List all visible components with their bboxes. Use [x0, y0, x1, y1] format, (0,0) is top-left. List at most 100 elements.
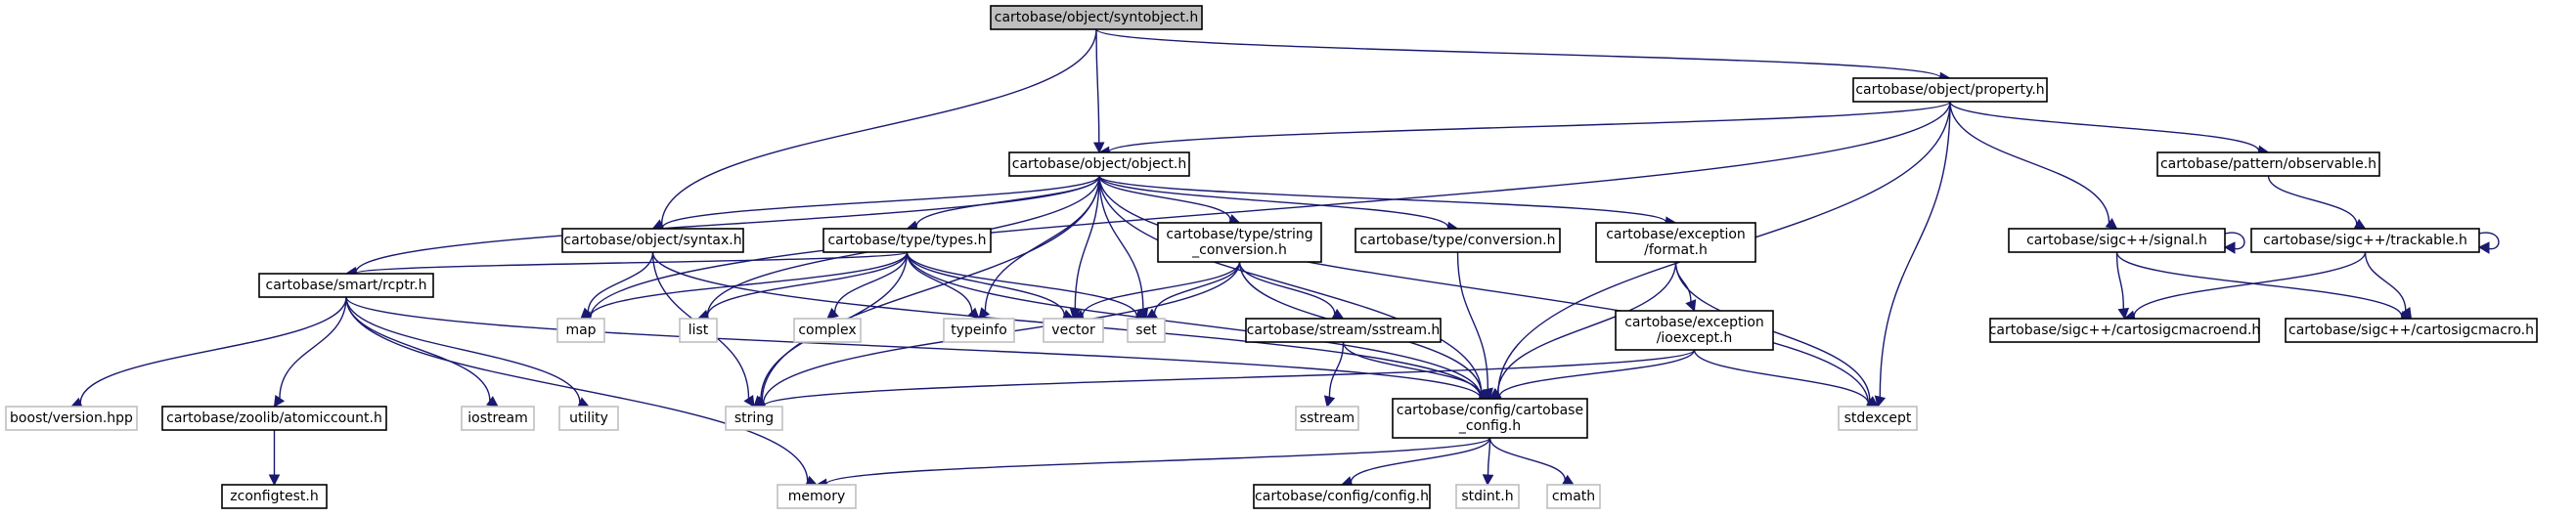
node-object[interactable]: cartobase/object/object.h [1008, 151, 1190, 177]
node-label: _conversion.h [1191, 242, 1287, 258]
node-cartobase-config[interactable]: cartobase/config/cartobase_config.h [1392, 398, 1588, 439]
node-string-conversion[interactable]: cartobase/type/string_conversion.h [1157, 222, 1322, 263]
node-label: boost/version.hpp [10, 410, 133, 426]
edge-object-to-syntax [651, 175, 1100, 234]
node-ioexcept[interactable]: cartobase/exception/ioexcept.h [1615, 310, 1774, 351]
node-label: cartobase/object/property.h [1855, 82, 2044, 98]
node-box [556, 318, 605, 343]
node-string: string [725, 406, 783, 431]
node-label: typeinfo [951, 323, 1007, 338]
node-box [1157, 222, 1322, 263]
edge-rcptr-to-boostversion [69, 296, 347, 409]
node-box [1852, 77, 2048, 103]
node-label: _config.h [1458, 418, 1521, 434]
node-memory: memory [777, 484, 857, 509]
node-box [679, 318, 718, 343]
edge-object-to-rcptr [344, 175, 1100, 279]
edge-signal-to-sigcmacroend [2115, 251, 2130, 321]
node-box [1008, 151, 1190, 177]
node-box [1392, 398, 1588, 439]
node-map: map [556, 318, 605, 343]
node-label: cartobase/object/syntax.h [563, 233, 741, 248]
node-syntax[interactable]: cartobase/object/syntax.h [561, 228, 744, 253]
edge-trackable-to-sigcmacroend [2123, 251, 2367, 322]
edge-rcptr-to-atomiccount [273, 296, 347, 408]
node-observable[interactable]: cartobase/pattern/observable.h [2156, 151, 2380, 177]
node-label: cartobase/sigc++/trackable.h [2263, 233, 2467, 248]
node-complex: complex [793, 318, 862, 343]
node-label: cartobase/object/syntobject.h [995, 10, 1198, 25]
edge-cartobase_config-to-cmath [1488, 437, 1575, 486]
node-list: list [679, 318, 718, 343]
node-atomiccount[interactable]: cartobase/zoolib/atomiccount.h [161, 406, 387, 431]
node-label: cmath [1552, 489, 1595, 504]
node-format[interactable]: cartobase/exception/format.h [1595, 222, 1756, 263]
node-box [2008, 228, 2226, 253]
node-box [561, 228, 744, 253]
node-zconfigtest[interactable]: zconfigtest.h [221, 484, 328, 509]
edge-signal-to-signal [2223, 232, 2245, 254]
node-box [725, 406, 783, 431]
node-trackable[interactable]: cartobase/sigc++/trackable.h [2250, 228, 2480, 253]
edge-object-to-string_conversion [1098, 175, 1241, 226]
edge-object-to-set [1098, 175, 1149, 321]
edge-types-to-typeinfo [906, 251, 980, 320]
node-stdexcept: stdexcept [1838, 406, 1918, 431]
edge-rcptr-to-utility [345, 296, 591, 408]
node-label: cartobase/pattern/observable.h [2160, 156, 2376, 172]
node-label: cartobase/config/config.h [1255, 489, 1429, 504]
edge-property-to-observable [1949, 101, 2270, 157]
node-box [822, 228, 992, 253]
node-box [793, 318, 862, 343]
node-label: set [1135, 323, 1157, 338]
node-label: cartobase/type/types.h [827, 233, 986, 248]
edge-ioexcept-to-stdexcept [1693, 349, 1880, 409]
node-label: zconfigtest.h [230, 489, 318, 504]
node-box [258, 273, 434, 298]
node-syntobject[interactable]: cartobase/object/syntobject.h [990, 5, 1203, 30]
edge-types-to-vector [906, 251, 1075, 321]
node-types[interactable]: cartobase/type/types.h [822, 228, 992, 253]
nodes-layer: cartobase/object/syntobject.h cartobase/o… [5, 5, 2538, 509]
node-signal[interactable]: cartobase/sigc++/signal.h [2008, 228, 2226, 253]
node-box [1838, 406, 1918, 431]
node-box [1355, 228, 1561, 253]
node-box [5, 406, 138, 431]
node-box [461, 406, 535, 431]
node-label: cartobase/exception [1606, 227, 1746, 242]
node-property[interactable]: cartobase/object/property.h [1852, 77, 2048, 103]
edge-sstream_h-to-cartobase_config [1342, 341, 1491, 401]
node-sigcmacro[interactable]: cartobase/sigc++/cartosigcmacro.h [2285, 318, 2538, 343]
node-box [1295, 406, 1359, 431]
node-label: sstream [1300, 410, 1355, 426]
node-box [1455, 484, 1520, 509]
node-sstream-h[interactable]: cartobase/stream/sstream.h [1245, 318, 1442, 343]
node-label: string [734, 410, 774, 426]
node-box [2156, 151, 2380, 177]
node-box [2250, 228, 2480, 253]
node-label: cartobase/zoolib/atomiccount.h [166, 410, 382, 426]
node-label: cartobase/stream/sstream.h [1247, 323, 1441, 338]
node-sigcmacroend[interactable]: cartobase/sigc++/cartosigcmacroend.h [1989, 318, 2261, 343]
node-label: /format.h [1644, 242, 1708, 258]
node-box [221, 484, 328, 509]
node-conversion[interactable]: cartobase/type/conversion.h [1355, 228, 1561, 253]
node-label: cartobase/object/object.h [1012, 156, 1187, 172]
node-label: cartobase/config/cartobase [1397, 403, 1583, 418]
node-label: cartobase/smart/rcptr.h [266, 278, 427, 293]
edge-syntobject-to-property [1095, 28, 1952, 84]
node-rcptr[interactable]: cartobase/smart/rcptr.h [258, 273, 434, 298]
node-set: set [1127, 318, 1166, 343]
node-label: complex [798, 323, 856, 338]
node-label: cartobase/sigc++/cartosigcmacroend.h [1989, 323, 2261, 338]
node-config[interactable]: cartobase/config/config.h [1253, 484, 1431, 509]
node-label: map [565, 323, 596, 338]
node-label: cartobase/type/conversion.h [1360, 233, 1556, 248]
node-label: utility [569, 410, 608, 426]
edge-sstream_h-to-sstream [1323, 341, 1345, 409]
edge-object-to-types [906, 175, 1100, 232]
node-vector: vector [1043, 318, 1104, 343]
node-box [1989, 318, 2260, 343]
edge-cartobase_config-to-memory [815, 437, 1491, 491]
